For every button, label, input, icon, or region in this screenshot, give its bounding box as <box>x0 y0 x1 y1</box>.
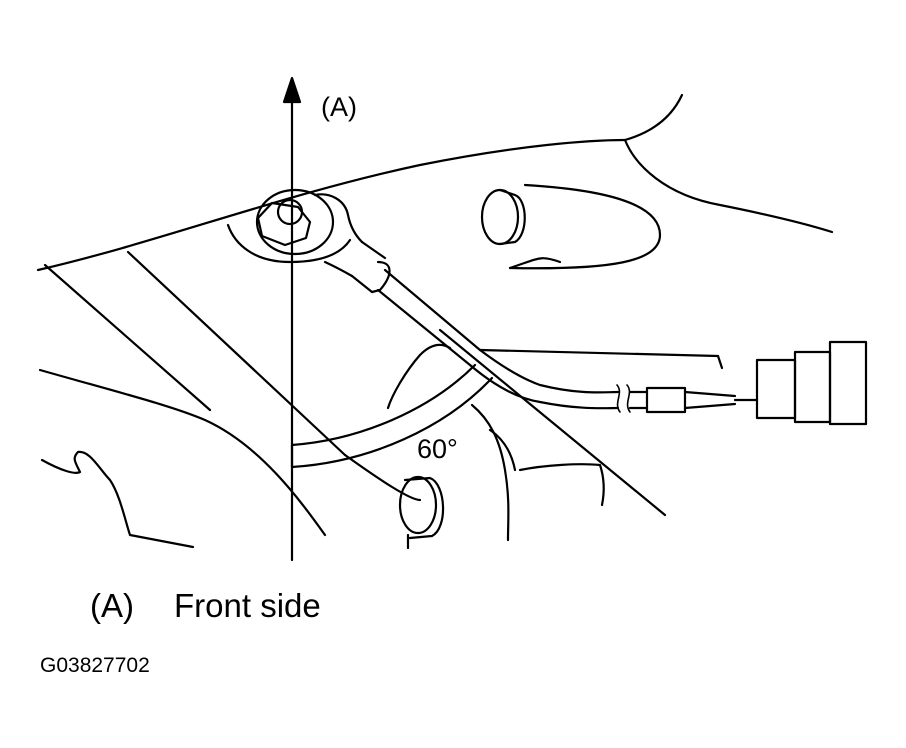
lower-bracket-mid-2 <box>470 403 510 542</box>
sensor-housing-top <box>313 193 364 244</box>
plug-cap-lower <box>398 475 438 535</box>
engine-edge-b <box>126 250 347 457</box>
cable-break-mark-2 <box>626 384 631 413</box>
cable-sleeve <box>645 386 687 414</box>
engine-upper-contour <box>36 138 627 272</box>
cable-after-break <box>628 390 649 410</box>
angle-label: 60° <box>417 434 458 464</box>
sensor-washer <box>255 188 335 256</box>
sensor-body-bottom <box>350 274 374 294</box>
axis-arrowhead <box>282 76 302 104</box>
figure-code: G03827702 <box>40 654 150 677</box>
angle-arc-inner <box>290 376 494 469</box>
connector-left-block <box>755 358 797 420</box>
sensor-hex-nut <box>256 201 312 247</box>
engine-edge-d <box>343 453 422 502</box>
legend-text: Front side <box>174 587 321 624</box>
sensor-housing-bottom <box>323 260 354 278</box>
engine-upper-lobe <box>623 93 684 142</box>
plug-cap-upper-body <box>498 188 526 246</box>
axis-label: (A) <box>321 92 357 122</box>
engine-right-contour <box>623 138 834 234</box>
engine-edge-a <box>43 263 212 412</box>
lower-bracket-mid-3 <box>518 463 605 507</box>
angle-arc-outer <box>290 363 477 447</box>
boss-inner-line <box>508 257 562 270</box>
sensor-boot <box>370 260 391 294</box>
boss-outline <box>508 183 662 270</box>
plug-cap-upper <box>480 188 520 246</box>
plug-cap-lower-body <box>403 476 445 540</box>
lower-bracket-mid-4 <box>488 428 517 472</box>
bracket-right-edge <box>716 354 724 370</box>
sensor-cable-top <box>383 268 620 394</box>
sensor-bolt-center <box>276 198 304 226</box>
legend-key: (A) <box>90 587 134 624</box>
cable-break-mark-1 <box>616 384 621 413</box>
sensor-body-top <box>360 240 387 260</box>
cable-taper <box>683 390 737 410</box>
sensor-mount-base <box>226 223 352 264</box>
connector-right-block <box>828 340 868 426</box>
sensor-cable-bottom <box>376 288 620 410</box>
lower-bracket-mid <box>386 343 452 410</box>
lower-bracket <box>40 450 195 549</box>
engine-edge-c <box>38 368 327 537</box>
main-diagonal-edge <box>438 328 667 517</box>
legend-entry: (A) Front side <box>90 587 321 625</box>
connector-mid-block <box>793 350 832 424</box>
bracket-top-edge <box>478 348 720 358</box>
